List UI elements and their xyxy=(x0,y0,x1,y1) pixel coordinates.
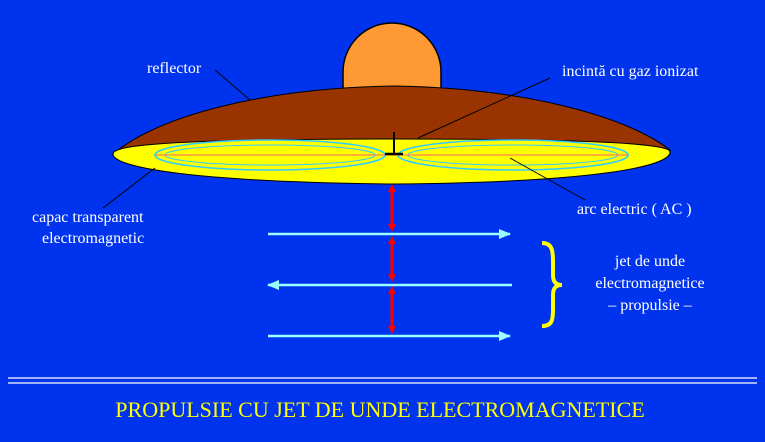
arc-leader xyxy=(509,157,586,201)
reflector-label: reflector xyxy=(147,60,202,77)
jet-brace xyxy=(541,241,563,328)
cover-label-line1: capac transparent xyxy=(32,209,144,226)
reflector-leader xyxy=(214,69,251,101)
chamber-leader xyxy=(417,77,551,139)
dome xyxy=(342,22,442,95)
jet-label-line2: electromagnetice xyxy=(595,275,704,292)
diagram-title: PROPULSIE CU JET DE UNDE ELECTROMAGNETIC… xyxy=(115,397,644,422)
reflector-body xyxy=(111,85,671,155)
chamber-label: incintă cu gaz ionizat xyxy=(562,63,699,80)
jet-label-line1: jet de unde xyxy=(614,253,685,270)
cover-label-line2: electromagnetic xyxy=(42,230,144,247)
cover-leader xyxy=(102,167,156,209)
jet-label-line3: – propulsie – xyxy=(607,297,693,314)
transparent-cover xyxy=(112,138,671,185)
arc-label: arc electric ( AC ) xyxy=(577,201,692,218)
